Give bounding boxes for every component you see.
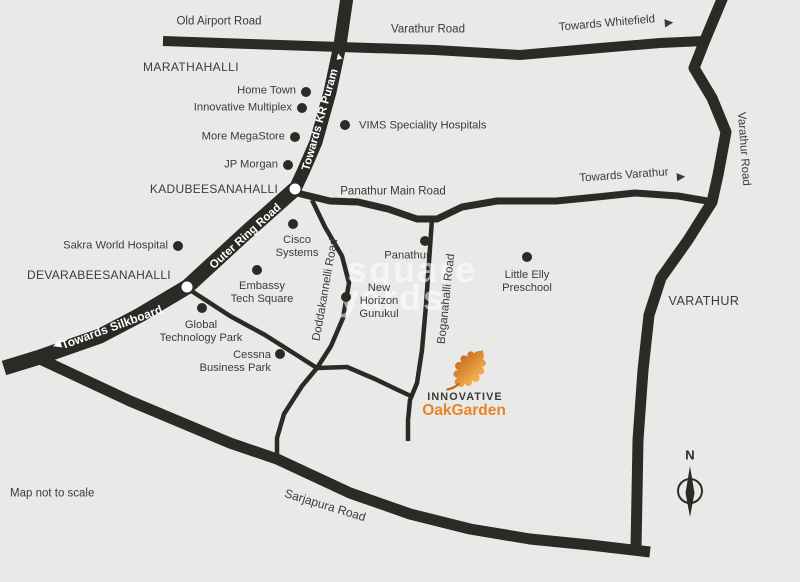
whitefield-arrow-right-icon: ▶ [664, 16, 674, 30]
area-label-varathur: VARATHUR [668, 293, 740, 308]
oak-leaf-icon [446, 350, 486, 391]
poi-home-town-dot [301, 87, 311, 97]
poi-vims-speciality-hospitals-dot [340, 120, 350, 130]
logo-innovative-text: INNOVATIVE [427, 391, 503, 403]
compass-needle-icon [677, 466, 703, 517]
compass-north-label: N [685, 447, 695, 463]
poi-little-elly-preschool-dot [522, 252, 532, 262]
poi-cisco-systems-dot [288, 219, 298, 229]
watermark-line1: square [346, 249, 478, 290]
road-sarjapura [37, 354, 651, 558]
area-label-kadubeesanahalli: KADUBEESANAHALLI [149, 182, 279, 197]
road-label-old-airport-road: Old Airport Road [176, 15, 262, 28]
road-towards-kr-puram [289, 0, 354, 192]
junction-dot-devarabeesanahalli-dot [181, 281, 193, 293]
poi-cessna-business-park-dot [275, 349, 285, 359]
area-label-devarabeesanahalli: DEVARABEESANAHALLI [27, 268, 171, 283]
poi-innovative-multiplex-label: Innovative Multiplex [193, 101, 292, 114]
road-junction-to-sarjapura [274, 366, 319, 457]
poi-jp-morgan-dot [283, 160, 293, 170]
road-outer-ring [1, 183, 300, 376]
poi-panathur-dot [420, 236, 430, 246]
varathur-arrow-right-icon: ▶ [676, 170, 686, 184]
logo-oakgarden-text: OakGarden [422, 402, 506, 419]
watermark-line2: yards [338, 277, 446, 318]
junction-dot-kadubeesanahalli-dot [289, 183, 301, 195]
poi-jp-morgan-label: JP Morgan [224, 158, 278, 171]
poi-vims-speciality-hospitals-label: VIMS Speciality Hospitals [359, 119, 487, 132]
compass: N [670, 445, 710, 521]
poi-innovative-multiplex-dot [297, 103, 307, 113]
poi-panathur-label: Panathur [384, 249, 430, 262]
poi-sakra-world-hospital-label: Sakra World Hospital [63, 239, 168, 252]
poi-global-technology-park-dot [197, 303, 207, 313]
area-label-marathahalli: MARATHAHALLI [143, 60, 239, 75]
road-panathur-main [296, 189, 714, 223]
road-doddakannelli [309, 199, 352, 370]
poi-embassy-tech-square-dot [252, 265, 262, 275]
road-old-airport-varathur [162, 36, 705, 60]
road-devarabeesanahalli-link [188, 288, 319, 370]
road-label-panathur-main-road: Panathur Main Road [340, 185, 446, 198]
poi-home-town-label: Home Town [237, 84, 296, 97]
map-scale-note: Map not to scale [10, 487, 95, 500]
poi-more-megastore-dot [290, 132, 300, 142]
road-label-varathur-road-top: Varathur Road [391, 23, 465, 36]
poi-more-megastore-label: More MegaStore [201, 130, 285, 143]
road-junction-to-boganahalli [316, 364, 414, 400]
poi-new-horizon-gurukul-dot [341, 292, 351, 302]
road-boganahalli [405, 218, 435, 441]
poi-sakra-world-hospital-dot [173, 241, 183, 251]
